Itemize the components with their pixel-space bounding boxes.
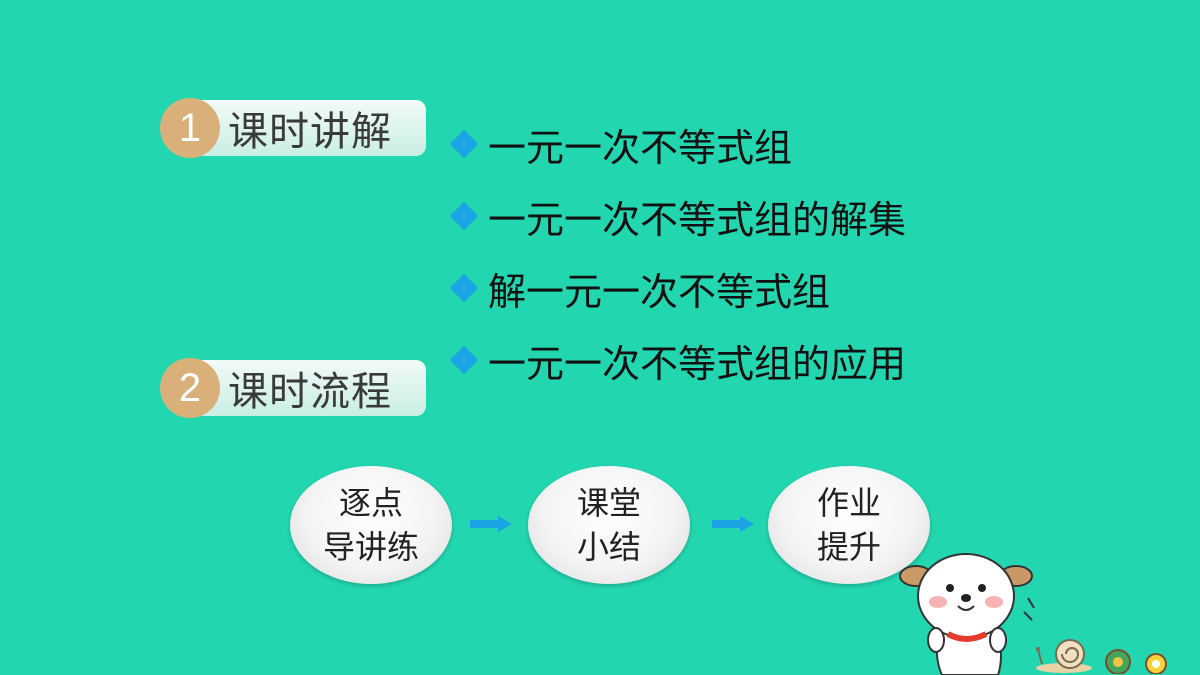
topic-item[interactable]: 一元一次不等式组的应用: [448, 324, 906, 396]
right-arrow-icon: [470, 516, 512, 532]
flow-node-line1: 课堂: [576, 484, 641, 522]
topic-item[interactable]: 解一元一次不等式组: [448, 252, 906, 324]
topic-text: 一元一次不等式组的解集: [488, 197, 907, 242]
topic-item[interactable]: 一元一次不等式组的解集: [448, 180, 906, 252]
diamond-bullet-icon: [449, 273, 479, 303]
section-number-badge: 2: [160, 358, 220, 418]
diamond-bullet-icon: [449, 201, 479, 231]
section-heading-lesson-flow[interactable]: 2 课时流程: [160, 358, 426, 418]
diamond-bullet-icon: [449, 129, 479, 159]
flow-node-line2: 导讲练: [322, 528, 419, 566]
flow-node-line1: 作业: [816, 484, 881, 522]
puppy-illustration: [899, 553, 1035, 675]
flow-node-point-by-point[interactable]: 逐点 导讲练: [290, 466, 452, 584]
section-heading-lesson-explanation[interactable]: 1 课时讲解: [160, 98, 426, 158]
section-pill-background: [190, 100, 426, 156]
flow-node-class-summary[interactable]: 课堂 小结: [528, 466, 690, 584]
snail-icon: [1036, 639, 1167, 674]
diamond-bullet-icon: [449, 345, 479, 375]
topic-text: 一元一次不等式组: [488, 125, 793, 170]
topic-text: 解一元一次不等式组: [488, 269, 831, 314]
flow-node-line2: 小结: [576, 528, 641, 566]
topic-item[interactable]: 一元一次不等式组: [448, 108, 906, 180]
flow-node-line2: 提升: [816, 528, 881, 566]
topic-list: 一元一次不等式组 一元一次不等式组的解集 解一元一次不等式组 一元一次不等式组的…: [448, 108, 906, 396]
section-pill-background: [190, 360, 426, 416]
flow-node-homework[interactable]: 作业 提升: [768, 466, 930, 584]
right-arrow-icon: [712, 516, 754, 532]
section-label: 课时流程: [228, 369, 392, 415]
flow-node-line1: 逐点: [338, 484, 403, 522]
topic-text: 一元一次不等式组的应用: [488, 341, 907, 386]
section-label: 课时讲解: [228, 109, 392, 155]
section-number-badge: 1: [160, 98, 220, 158]
